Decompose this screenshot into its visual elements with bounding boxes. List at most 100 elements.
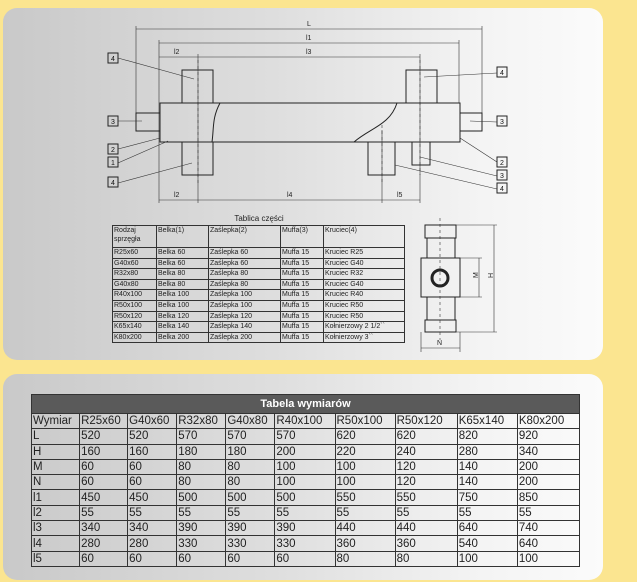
column-header: Zaślepka(2) <box>208 225 281 248</box>
table-cell: 540 <box>456 535 518 552</box>
table-cell: 360 <box>334 535 396 552</box>
table-cell: Kruciec G40 <box>323 257 405 270</box>
table-cell: 180 <box>176 443 227 460</box>
table-cell: R50x120 <box>112 310 157 323</box>
table-cell: 60 <box>176 550 227 567</box>
dim-l2-bottom-label: l2 <box>174 192 180 199</box>
table-cell: 220 <box>334 443 396 460</box>
table-cell: 55 <box>79 504 129 522</box>
column-header: Wymiar <box>30 412 81 430</box>
table-cell: 280 <box>127 535 178 552</box>
column-header: R40x100 <box>274 412 336 430</box>
table-cell: 200 <box>516 458 581 476</box>
table-cell: Zaślepka 200 <box>208 331 281 344</box>
table-cell: M <box>30 458 81 476</box>
callout-4: 4 <box>111 56 115 63</box>
table-cell: Muffa 15 <box>280 299 324 312</box>
callout-4: 4 <box>500 70 504 77</box>
table-cell: 500 <box>274 489 336 506</box>
callout-1: 1 <box>111 160 115 167</box>
table-cell: 55 <box>334 504 396 522</box>
table-cell: Kołnierzowy 2 1/2`` <box>323 321 405 333</box>
table-cell: 440 <box>334 520 396 537</box>
table-cell: l1 <box>30 489 81 506</box>
table-cell: 640 <box>456 520 518 537</box>
table-cell: Kruciec R32 <box>323 268 405 280</box>
table-cell: 450 <box>79 489 129 506</box>
table-cell: K80x200 <box>112 331 157 344</box>
table-cell: Zaślepka 60 <box>208 247 281 259</box>
table-cell: 55 <box>516 504 581 522</box>
table-cell: Belka 80 <box>156 268 209 280</box>
table-cell: Muffa 15 <box>280 278 324 291</box>
callout-4: 4 <box>500 186 504 193</box>
table-cell: 570 <box>176 428 227 445</box>
table-cell: 340 <box>516 443 581 460</box>
table-cell: R40x100 <box>112 289 157 301</box>
table-cell: Zaślepka 120 <box>208 310 281 323</box>
dim-l4-label: l4 <box>287 192 293 199</box>
callout-3: 3 <box>500 173 504 180</box>
column-header: Muffa(3) <box>280 225 324 248</box>
table-cell: 80 <box>176 474 227 491</box>
table-cell: Muffa 15 <box>280 268 324 280</box>
column-header: R25x60 <box>79 412 129 430</box>
table-cell: Muffa 15 <box>280 321 324 333</box>
table-cell: l2 <box>30 504 81 522</box>
column-header: Rodzaj sprzęgła <box>112 225 157 248</box>
column-header: K65x140 <box>456 412 518 430</box>
table-cell: Belka 100 <box>156 299 209 312</box>
table-cell: 60 <box>274 550 336 567</box>
table-cell: K65x140 <box>112 321 157 333</box>
table-cell: 120 <box>394 474 458 491</box>
table-cell: 160 <box>79 443 129 460</box>
table-cell: 330 <box>274 535 336 552</box>
table-cell: Kruciec R50 <box>323 310 405 323</box>
table-cell: 850 <box>516 489 581 506</box>
table-cell: G40x80 <box>112 278 157 291</box>
table-cell: 60 <box>225 550 276 567</box>
table-cell: 390 <box>274 520 336 537</box>
table-cell: Zaślepka 60 <box>208 257 281 270</box>
column-header: G40x80 <box>225 412 276 430</box>
callout-3: 3 <box>500 119 504 126</box>
dim-l3-label: l3 <box>306 49 312 56</box>
table-cell: 440 <box>394 520 458 537</box>
table-cell: 390 <box>176 520 227 537</box>
table-cell: 80 <box>334 550 396 567</box>
table-cell: Belka 100 <box>156 289 209 301</box>
table-cell: 140 <box>456 474 518 491</box>
table-cell: 820 <box>456 428 518 445</box>
table-cell: Kruciec R40 <box>323 289 405 301</box>
table-cell: 340 <box>79 520 129 537</box>
table-cell: Belka 60 <box>156 257 209 270</box>
table-cell: 60 <box>127 550 178 567</box>
table-cell: 140 <box>456 458 518 476</box>
table-cell: R50x100 <box>112 299 157 312</box>
table-cell: 55 <box>176 504 227 522</box>
table-cell: 100 <box>274 458 336 476</box>
table-cell: 55 <box>274 504 336 522</box>
table-cell: G40x60 <box>112 257 157 270</box>
table-cell: Kołnierzowy 3`` <box>323 331 405 344</box>
table-cell: 160 <box>127 443 178 460</box>
table-cell: Belka 120 <box>156 310 209 323</box>
table-cell: Zaślepka 100 <box>208 299 281 312</box>
dim-H-label: H <box>488 273 495 278</box>
table-cell: 55 <box>127 504 178 522</box>
table-cell: 60 <box>127 458 178 476</box>
table-cell: 60 <box>79 550 129 567</box>
table-cell: 390 <box>225 520 276 537</box>
column-header: Kruciec(4) <box>323 225 405 248</box>
